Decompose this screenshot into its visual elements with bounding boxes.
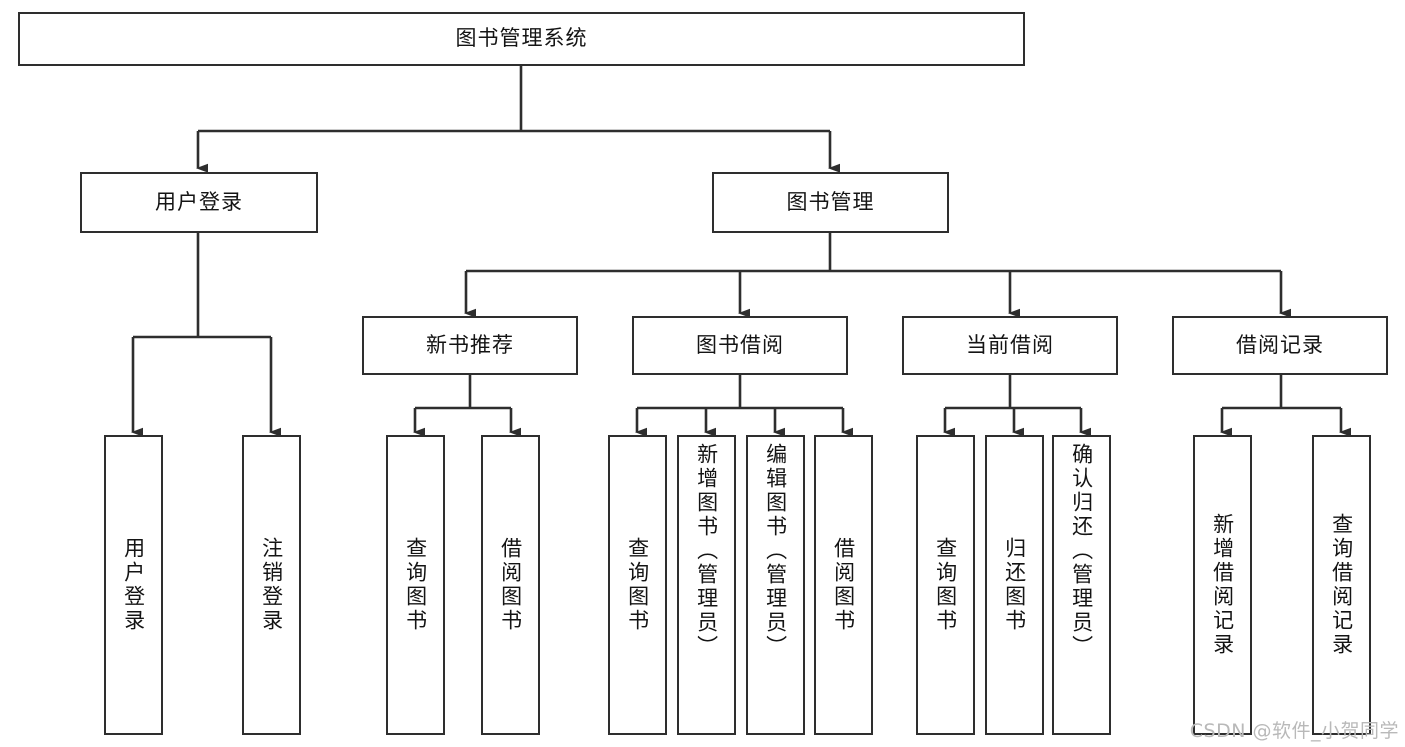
leaf-borrow-borrow-book[interactable]: 借阅图书 xyxy=(814,435,873,735)
node-borrow-record[interactable]: 借阅记录 xyxy=(1172,316,1388,375)
node-label: 查询图书 xyxy=(933,537,958,633)
node-label: 图书管理 xyxy=(786,189,875,214)
node-label: 新增图书（管理员） xyxy=(694,443,719,659)
leaf-recommend-query-book[interactable]: 查询图书 xyxy=(386,435,445,735)
leaf-borrow-query-book[interactable]: 查询图书 xyxy=(608,435,667,735)
leaf-record-query-record[interactable]: 查询借阅记录 xyxy=(1312,435,1371,735)
node-user-login[interactable]: 用户登录 xyxy=(80,172,318,233)
leaf-current-return-book[interactable]: 归还图书 xyxy=(985,435,1044,735)
leaf-borrow-edit-book-admin[interactable]: 编辑图书（管理员） xyxy=(746,435,805,735)
node-label: 编辑图书（管理员） xyxy=(763,443,788,659)
leaf-user-login-login[interactable]: 用户登录 xyxy=(104,435,163,735)
leaf-current-query-book[interactable]: 查询图书 xyxy=(916,435,975,735)
leaf-record-add-record[interactable]: 新增借阅记录 xyxy=(1193,435,1252,735)
node-label: 借阅图书 xyxy=(831,537,856,633)
node-label: 借阅图书 xyxy=(498,537,523,633)
node-label: 查询图书 xyxy=(625,537,650,633)
leaf-current-confirm-return-admin[interactable]: 确认归还（管理员） xyxy=(1052,435,1111,735)
leaf-recommend-borrow-book[interactable]: 借阅图书 xyxy=(481,435,540,735)
node-label: 图书借阅 xyxy=(696,332,784,357)
node-label: 新增借阅记录 xyxy=(1210,513,1235,657)
watermark-text: CSDN @软件_小贺同学 xyxy=(1189,720,1399,742)
node-label: 借阅记录 xyxy=(1236,332,1324,357)
node-root-system[interactable]: 图书管理系统 xyxy=(18,12,1025,66)
node-book-borrow[interactable]: 图书借阅 xyxy=(632,316,848,375)
node-label: 查询图书 xyxy=(403,537,428,633)
node-label: 注销登录 xyxy=(259,537,284,633)
leaf-user-login-logout[interactable]: 注销登录 xyxy=(242,435,301,735)
node-label: 归还图书 xyxy=(1002,537,1027,633)
node-label: 查询借阅记录 xyxy=(1329,513,1354,657)
node-label: 用户登录 xyxy=(121,537,146,633)
node-label: 图书管理系统 xyxy=(455,26,588,51)
leaf-borrow-add-book-admin[interactable]: 新增图书（管理员） xyxy=(677,435,736,735)
node-label: 用户登录 xyxy=(155,189,243,214)
node-current-borrow[interactable]: 当前借阅 xyxy=(902,316,1118,375)
node-new-book-recommend[interactable]: 新书推荐 xyxy=(362,316,578,375)
node-label: 新书推荐 xyxy=(426,332,514,357)
node-book-management[interactable]: 图书管理 xyxy=(712,172,949,233)
node-label: 确认归还（管理员） xyxy=(1069,443,1094,659)
node-label: 当前借阅 xyxy=(966,332,1054,357)
